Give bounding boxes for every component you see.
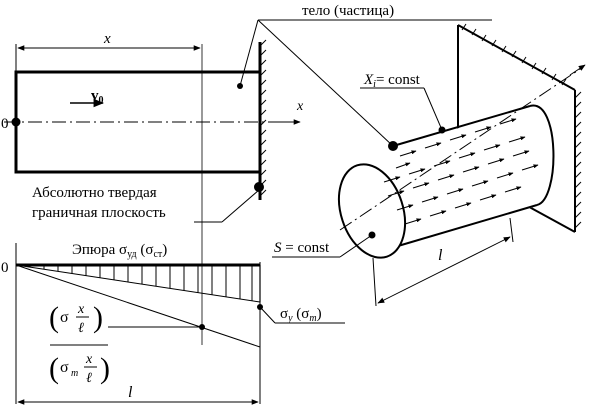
leader-body-right	[257, 19, 394, 147]
svg-text:ℓ: ℓ	[78, 321, 84, 336]
s-leader	[339, 234, 373, 258]
boundary-contact-point	[254, 182, 264, 192]
wall-plane-top-edge	[457, 24, 576, 91]
sigma-y-leader	[259, 306, 276, 324]
svg-text:σ: σ	[60, 359, 69, 376]
svg-text:): )	[100, 352, 110, 385]
svg-text:x: x	[85, 352, 93, 367]
internal-force-arrows	[383, 118, 539, 225]
xi-leader	[423, 87, 443, 131]
wall-plane-hatching	[461, 23, 582, 229]
cylinder-group: Xi= const S = const l	[272, 23, 586, 307]
origin-label-top: 0	[1, 116, 9, 132]
sigma-y-label: σy (σm)	[280, 306, 322, 324]
boundary-label-line2: граничная плоскость	[32, 205, 166, 221]
axis-x-right	[339, 66, 584, 231]
svg-text:x: x	[77, 302, 85, 317]
svg-text:ℓ: ℓ	[86, 371, 92, 386]
leader-body-left	[239, 19, 259, 87]
cylinder-particle-point	[388, 141, 398, 151]
svg-text:(: (	[49, 301, 59, 334]
formula-sigma-m-x-over-l: ( σ m x ℓ )	[49, 352, 110, 386]
dim-l-right-tick1	[372, 257, 377, 307]
epure-stress-line	[15, 264, 261, 303]
svg-text:σ: σ	[60, 309, 69, 326]
velocity-label: v0	[91, 88, 104, 106]
axis-x-left-label: x	[296, 99, 304, 114]
xi-const-label: Xi= const	[363, 72, 421, 90]
svg-text:m: m	[71, 368, 78, 379]
svg-text:(: (	[49, 352, 59, 385]
dim-l-right-line	[377, 236, 511, 304]
boundary-label-line1: Абсолютно твердая	[32, 185, 157, 201]
dim-l-bottom-label: l	[128, 384, 133, 401]
origin-point-top	[11, 117, 21, 127]
body-particle-label: тело (частица)	[302, 3, 394, 19]
epure-stress-line-full	[15, 264, 261, 348]
wall-hatching	[259, 39, 267, 197]
axis-x-right-arrow	[569, 64, 586, 76]
dim-l-right-tick2	[509, 217, 514, 243]
left-body-group: x x 0 v0	[1, 3, 492, 345]
cylinder-far-end	[529, 104, 555, 206]
s-const-label: S = const	[274, 240, 330, 256]
epure-group: Эпюра σуд (σст) 0	[1, 242, 345, 405]
svg-text:): )	[93, 301, 103, 334]
boundary-leader-d	[221, 189, 260, 223]
dim-l-right-label: l	[438, 247, 443, 264]
formula-sigma-x-over-l: ( σ x ℓ )	[49, 301, 103, 336]
dim-x-label: x	[103, 31, 111, 47]
origin-label-bottom: 0	[1, 260, 9, 276]
cylinder-top-generator	[392, 105, 531, 147]
epure-title: Эпюра σуд (σст)	[72, 242, 167, 260]
